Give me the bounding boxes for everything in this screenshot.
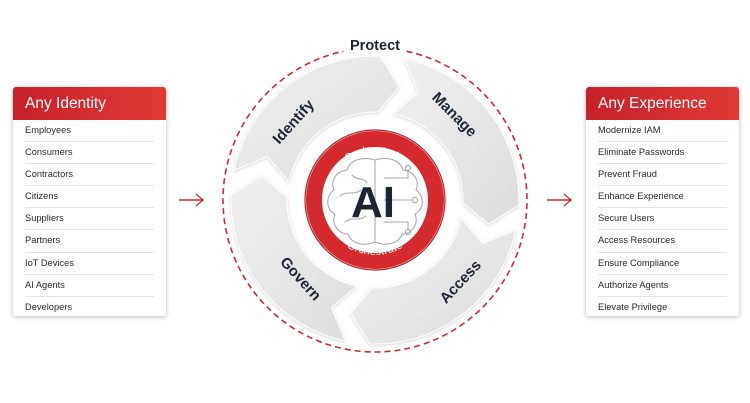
orchestrate-ring-edge [304, 129, 446, 271]
list-item: Secure Users [598, 208, 727, 231]
any-identity-title: Any Identity [13, 87, 166, 120]
protect-dashed-arc [222, 50, 528, 353]
list-item: Ensure Compliance [598, 253, 727, 275]
govern-segment [230, 175, 358, 342]
list-item: Employees [25, 120, 154, 143]
arrow-right-icon [179, 193, 205, 207]
list-item: Citizens [25, 186, 154, 209]
cycle-segments [230, 55, 520, 345]
arrow-right-icon [547, 193, 573, 207]
list-item: Authorize Agents [598, 275, 727, 297]
any-identity-panel: Any Identity Employees Consumers Contrac… [13, 87, 166, 316]
list-item: Eliminate Passwords [598, 142, 727, 165]
manage-segment [392, 58, 520, 225]
protect-label: Protect [350, 38, 400, 54]
any-experience-title: Any Experience [586, 87, 739, 120]
protect-dashed-ring [222, 50, 528, 353]
list-item: Developers [25, 301, 73, 312]
list-item: Contractors [25, 164, 154, 187]
list-item: Suppliers [25, 208, 154, 231]
experience-list: Modernize IAM Eliminate Passwords Preven… [586, 120, 739, 318]
identify-segment [233, 55, 400, 183]
list-item: Elevate Privilege [598, 301, 668, 312]
identity-list: Employees Consumers Contractors Citizens… [13, 120, 166, 318]
list-item: IoT Devices [25, 253, 154, 275]
access-segment [350, 217, 517, 345]
list-item: Prevent Fraud [598, 164, 727, 187]
ai-center-label: AI [351, 178, 395, 227]
list-item: Partners [25, 230, 154, 253]
list-item: Access Resources [598, 230, 727, 253]
list-item: Enhance Experience [598, 186, 727, 209]
any-experience-panel: Any Experience Modernize IAM Eliminate P… [586, 87, 739, 316]
brain-circuit-icon [327, 157, 423, 245]
orchestrate-ring [306, 131, 444, 269]
list-item: AI Agents [25, 275, 154, 297]
list-item: Modernize IAM [598, 120, 727, 143]
list-item: Consumers [25, 142, 154, 165]
